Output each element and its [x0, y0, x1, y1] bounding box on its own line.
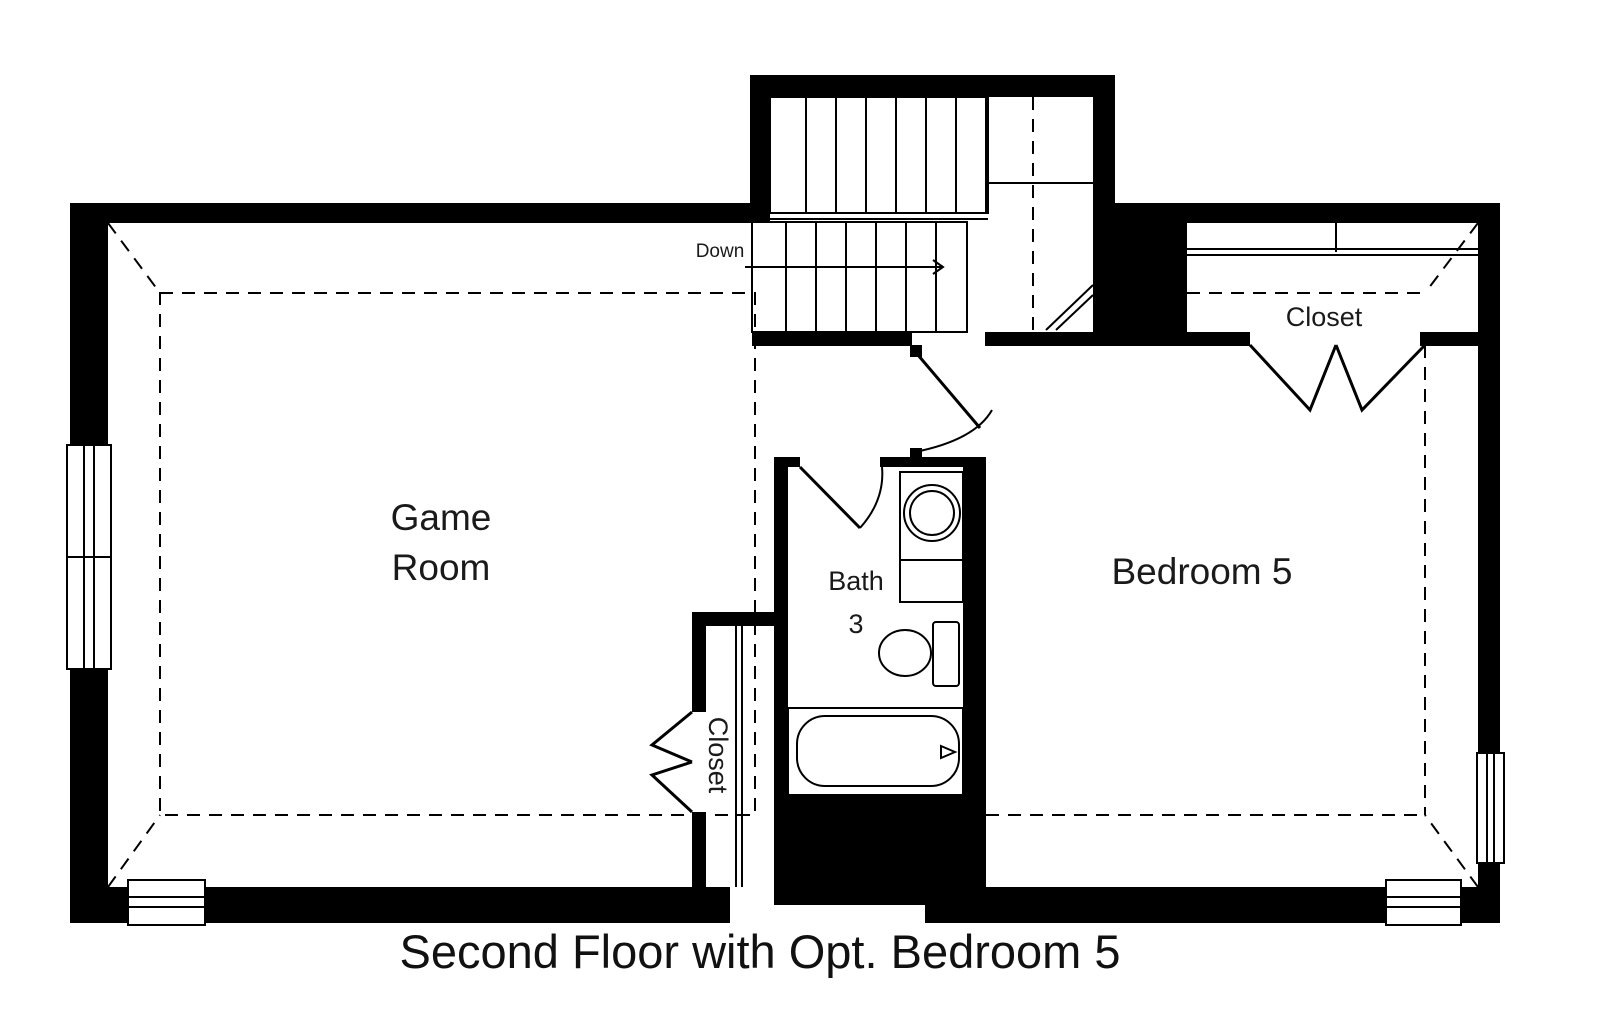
bath-fixtures	[787, 471, 964, 796]
side-closet-label: Closet	[703, 717, 733, 794]
bedroom-ceiling-outline	[986, 222, 1479, 888]
bath-label-line2: 3	[848, 609, 863, 639]
windows	[66, 444, 1505, 926]
bath-door	[798, 465, 884, 530]
bedroom-door	[910, 345, 993, 460]
game-room-label-line2: Room	[392, 547, 491, 588]
stairs-down-label: Down	[696, 241, 745, 262]
staircase	[745, 96, 1094, 333]
game-room-label-line1: Game	[391, 497, 492, 538]
top-closet-label: Closet	[1286, 302, 1363, 332]
interior-walls	[692, 220, 1480, 905]
top-closet	[1187, 220, 1478, 413]
plan-title: Second Floor with Opt. Bedroom 5	[399, 925, 1120, 978]
bath-label-line1: Bath	[828, 566, 884, 596]
game-room-ceiling-outline	[107, 222, 756, 888]
bedroom-label: Bedroom 5	[1112, 551, 1293, 592]
side-closet	[649, 626, 743, 887]
